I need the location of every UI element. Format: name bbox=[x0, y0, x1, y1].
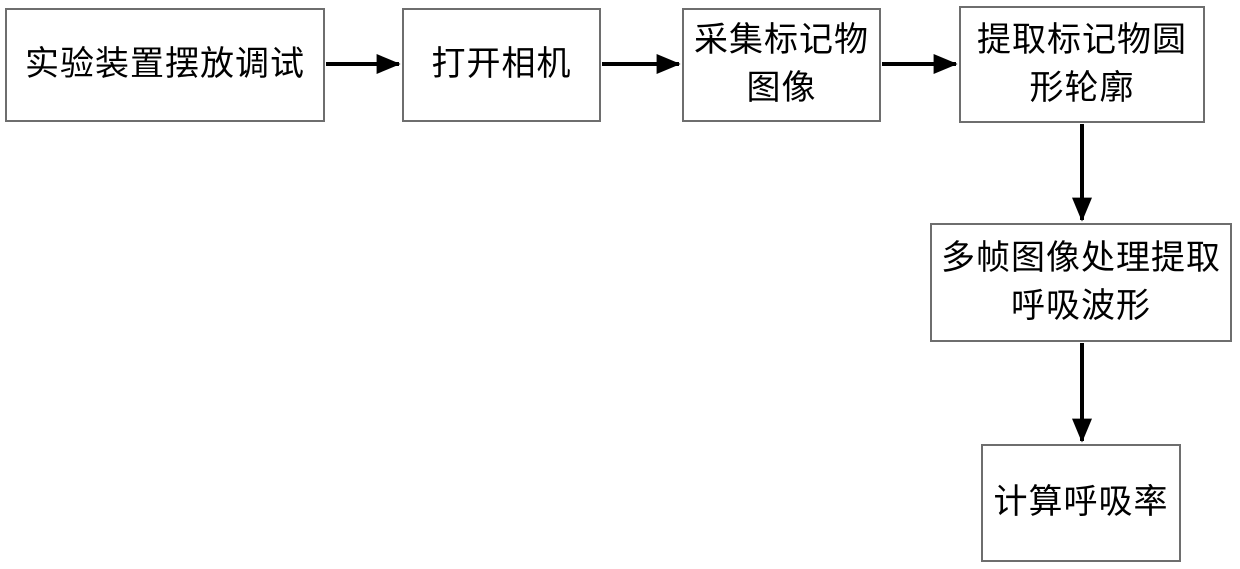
flow-node-open-camera: 打开相机 bbox=[402, 8, 601, 122]
flow-node-multiframe-extract-breath-waveform-label: 多帧图像处理提取 呼吸波形 bbox=[941, 237, 1221, 326]
flow-node-setup-label: 实验装置摆放调试 bbox=[25, 44, 305, 85]
flow-node-multiframe-extract-breath-waveform: 多帧图像处理提取 呼吸波形 bbox=[930, 223, 1232, 342]
flow-node-setup: 实验装置摆放调试 bbox=[5, 8, 325, 122]
flow-node-open-camera-label: 打开相机 bbox=[431, 44, 572, 85]
flow-node-compute-respiration-rate: 计算呼吸率 bbox=[981, 444, 1181, 562]
flow-node-extract-marker-circle-contour: 提取标记物圆 形轮廓 bbox=[959, 6, 1205, 123]
flow-node-extract-marker-circle-contour-label: 提取标记物圆 形轮廓 bbox=[977, 19, 1187, 108]
flow-node-compute-respiration-rate-label: 计算呼吸率 bbox=[993, 482, 1169, 523]
flow-node-capture-marker-image-label: 采集标记物 图像 bbox=[694, 20, 869, 108]
flow-node-capture-marker-image: 采集标记物 图像 bbox=[682, 8, 881, 122]
